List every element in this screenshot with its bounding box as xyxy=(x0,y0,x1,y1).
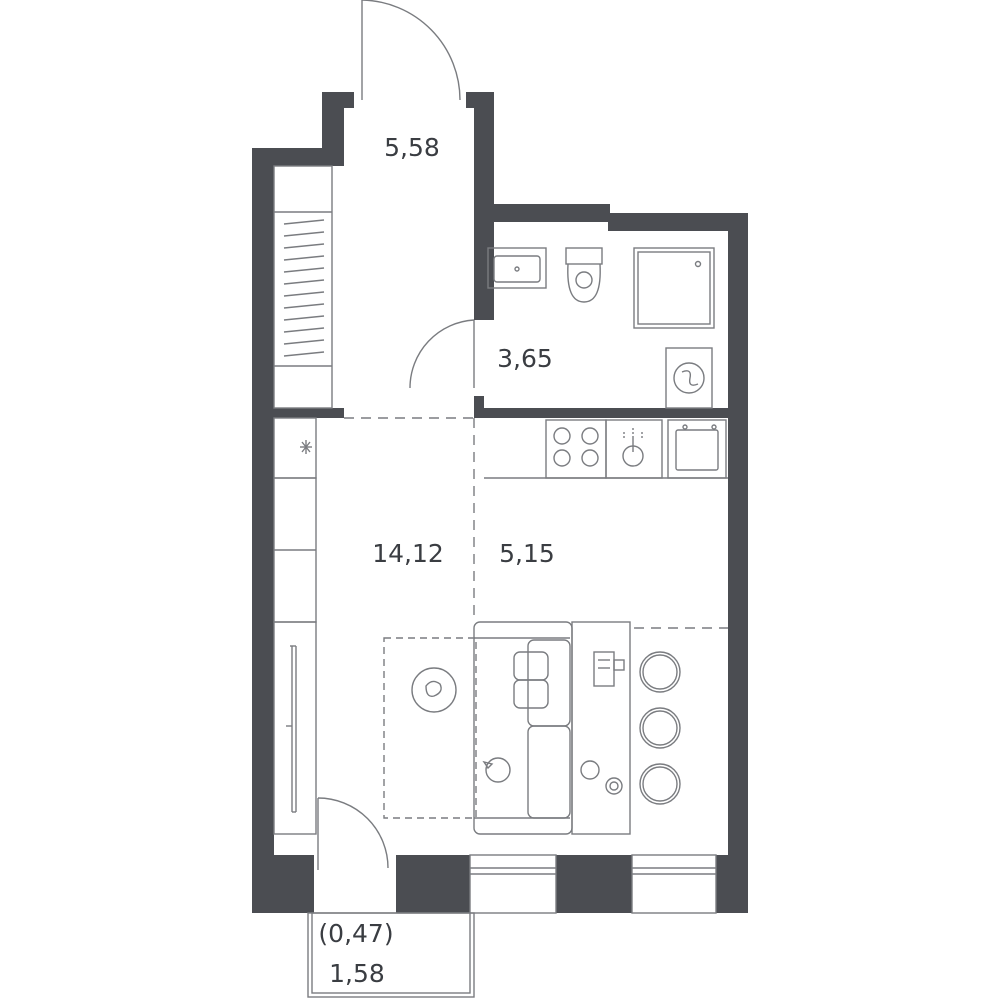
balcony-area-label: 1,58 xyxy=(329,959,385,988)
wall-bath-top xyxy=(474,204,610,222)
living-cabinets xyxy=(273,417,317,623)
toilet xyxy=(565,247,603,303)
tv-unit xyxy=(273,621,317,835)
shower-tray xyxy=(633,247,715,329)
living-area-label: 14,12 xyxy=(372,539,444,568)
wall-bottom-mid-2 xyxy=(556,855,632,913)
zone-dividers xyxy=(344,417,728,629)
windows xyxy=(469,854,717,914)
wall-top-left-step xyxy=(322,92,344,166)
washbasin xyxy=(487,247,547,289)
entrance-door xyxy=(361,0,461,101)
wall-bath-bottom xyxy=(474,408,748,418)
sofa xyxy=(473,621,573,835)
wall-top-left xyxy=(252,148,344,166)
wall-bottom-left xyxy=(252,855,314,913)
wall-bath-left-low xyxy=(474,396,484,418)
wardrobe xyxy=(273,165,333,409)
wall-bath-top-2 xyxy=(608,213,748,231)
balcony xyxy=(307,912,475,998)
cooktop xyxy=(545,419,607,479)
wall-wardrobe-bottom xyxy=(274,408,344,418)
wall-top-left-cap xyxy=(322,92,354,108)
dining-table xyxy=(571,621,631,835)
stools xyxy=(639,651,681,805)
bathroom-area-label: 3,65 xyxy=(497,344,553,373)
area-labels: 5,58 3,65 14,12 5,15 (0,47) 1,58 xyxy=(318,133,554,988)
wall-left xyxy=(252,148,274,913)
walls xyxy=(252,92,748,913)
kitchen-area-label: 5,15 xyxy=(499,539,555,568)
kitchen-counter xyxy=(484,419,728,479)
kitchen-sink xyxy=(667,419,727,479)
rug xyxy=(383,637,477,819)
wall-right xyxy=(728,213,748,913)
balcony-door xyxy=(317,797,389,870)
balcony-reduced-area-label: (0,47) xyxy=(318,919,393,948)
wall-bottom-right xyxy=(716,855,748,913)
hall-area-label: 5,58 xyxy=(384,133,440,162)
washing-machine xyxy=(665,347,713,409)
kitchen-tap-unit xyxy=(605,419,663,479)
bathroom-door xyxy=(409,319,475,389)
wall-bottom-mid xyxy=(396,855,470,913)
wall-bath-left xyxy=(474,232,484,318)
